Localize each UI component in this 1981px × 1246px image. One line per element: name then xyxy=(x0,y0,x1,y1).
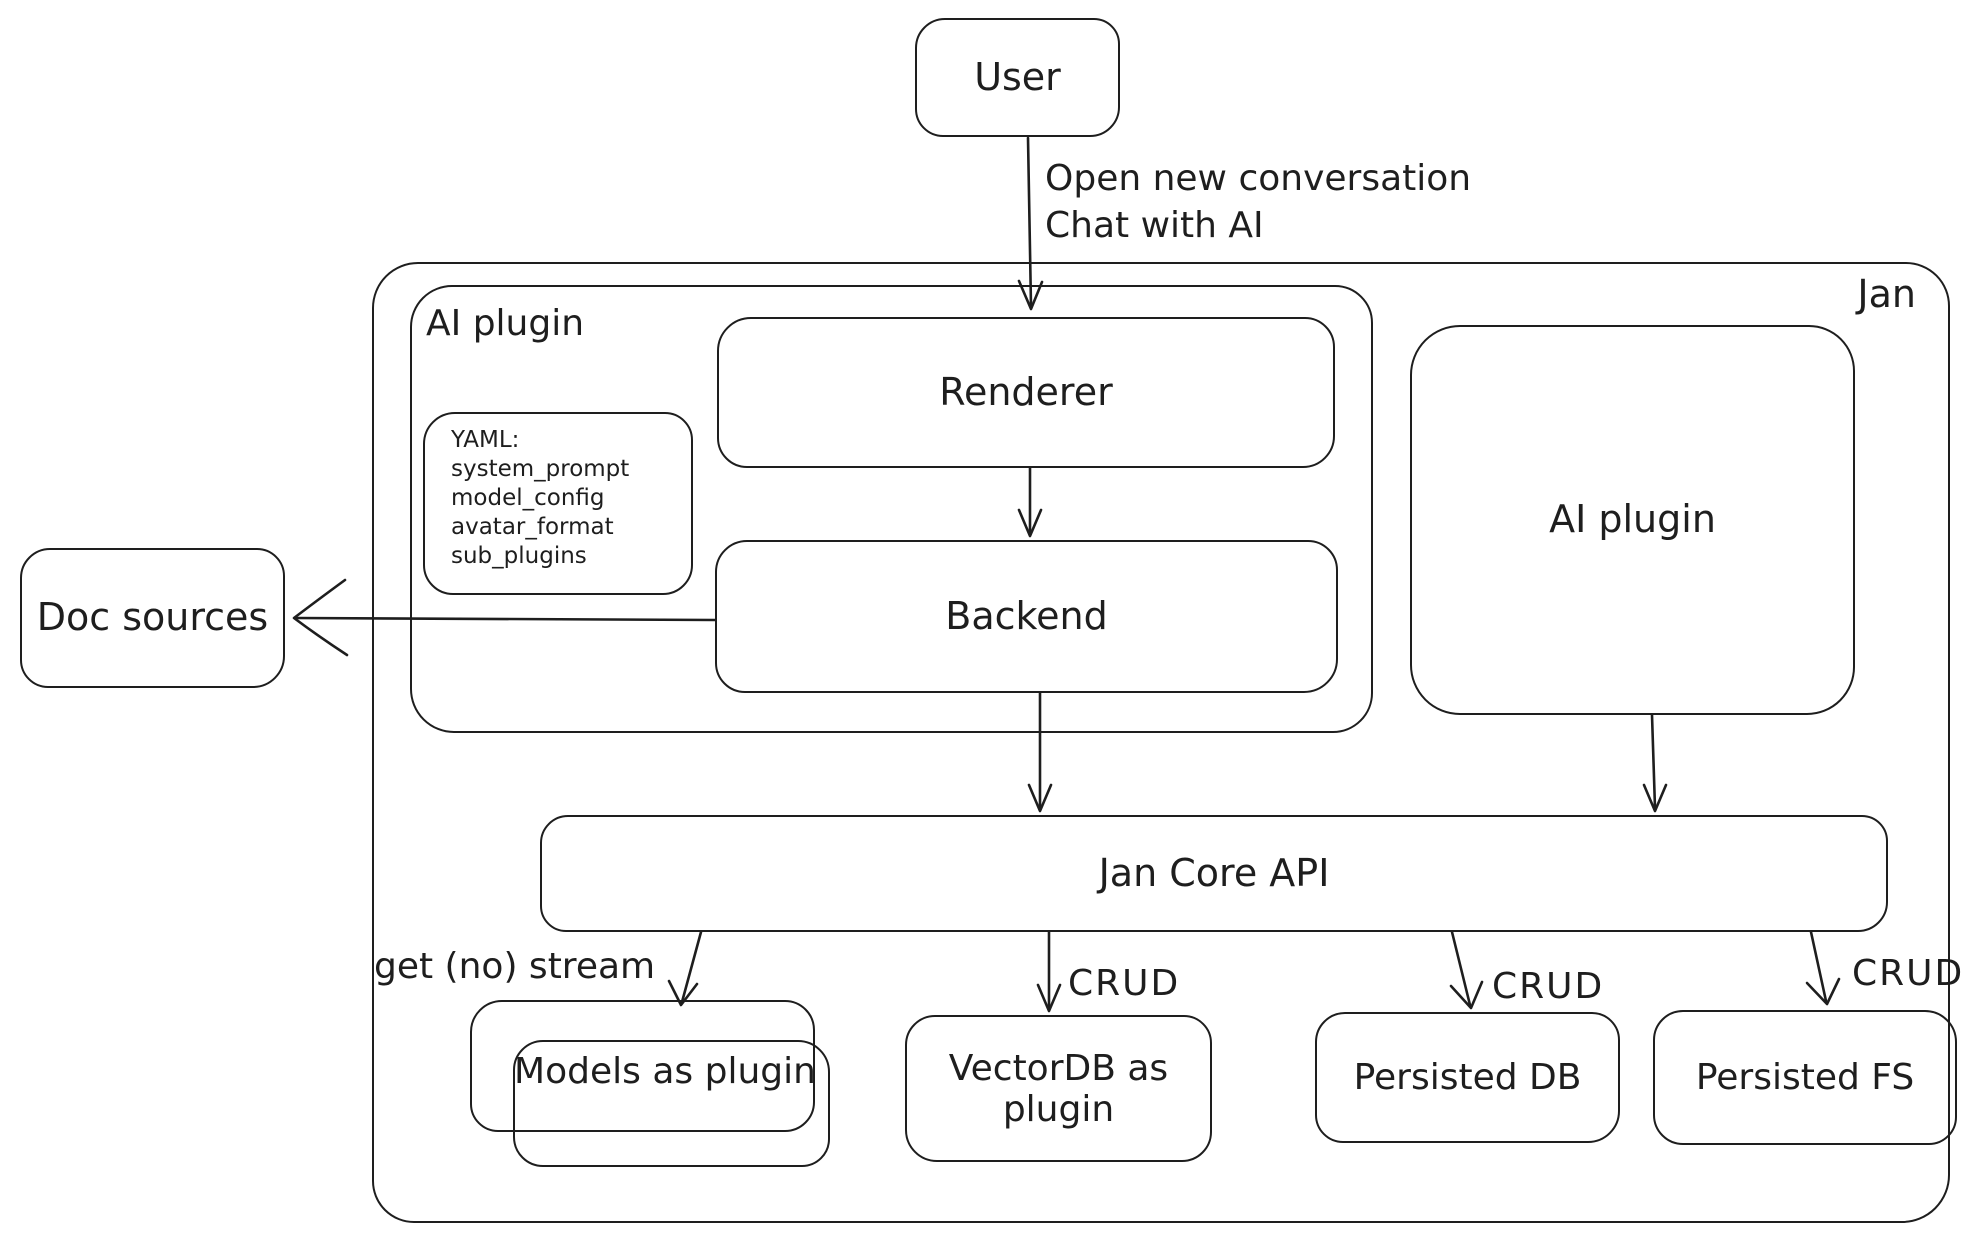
renderer-node: Renderer xyxy=(717,317,1335,468)
yaml-note-text: YAML: system_prompt model_config avatar_… xyxy=(451,426,629,571)
persisted-fs-node: Persisted FS xyxy=(1653,1010,1957,1145)
models-node-front xyxy=(513,1040,830,1167)
jan-core-api-node-label: Jan Core API xyxy=(1098,850,1330,895)
get-no-stream-label: get (no) stream xyxy=(374,946,656,987)
yaml-note-line: avatar_format xyxy=(451,514,614,540)
yaml-note-line: model_config xyxy=(451,485,605,511)
models-node-label: Models as plugin xyxy=(514,1051,816,1092)
ai-plugin-container-label: AI plugin xyxy=(426,303,585,344)
yaml-note: YAML: system_prompt model_config avatar_… xyxy=(423,412,693,595)
yaml-note-line: system_prompt xyxy=(451,456,630,482)
ai-plugin-right-node: AI plugin xyxy=(1410,325,1855,715)
jan-core-api-node: Jan Core API xyxy=(540,815,1888,932)
user-node: User xyxy=(915,18,1120,137)
doc-sources-node-label: Doc sources xyxy=(36,595,269,640)
user-edge-label-line1: Open new conversation xyxy=(1045,158,1472,199)
renderer-node-label: Renderer xyxy=(939,369,1113,414)
backend-node: Backend xyxy=(715,540,1338,693)
crud-label-persisted-db: CRUD xyxy=(1492,966,1605,1007)
yaml-note-line: sub_plugins xyxy=(451,543,587,569)
ai-plugin-container: AI plugin xyxy=(410,285,1373,733)
persisted-db-node-label: Persisted DB xyxy=(1353,1057,1582,1098)
jan-container-label: Jan xyxy=(1857,272,1916,316)
crud-label-vectordb: CRUD xyxy=(1068,963,1181,1004)
vectordb-node-label: VectorDB as plugin xyxy=(948,1047,1169,1130)
yaml-note-title: YAML: xyxy=(451,427,520,453)
ai-plugin-right-node-label: AI plugin xyxy=(1549,497,1716,542)
doc-sources-node: Doc sources xyxy=(20,548,285,688)
user-node-label: User xyxy=(974,54,1061,99)
vectordb-node: VectorDB as plugin xyxy=(905,1015,1212,1162)
persisted-fs-node-label: Persisted FS xyxy=(1695,1057,1915,1098)
jan-container: Jan xyxy=(372,262,1950,1223)
crud-label-persisted-fs: CRUD xyxy=(1852,953,1965,994)
backend-node-label: Backend xyxy=(945,593,1108,638)
user-edge-label-line2: Chat with AI xyxy=(1045,205,1264,246)
persisted-db-node: Persisted DB xyxy=(1315,1012,1620,1143)
